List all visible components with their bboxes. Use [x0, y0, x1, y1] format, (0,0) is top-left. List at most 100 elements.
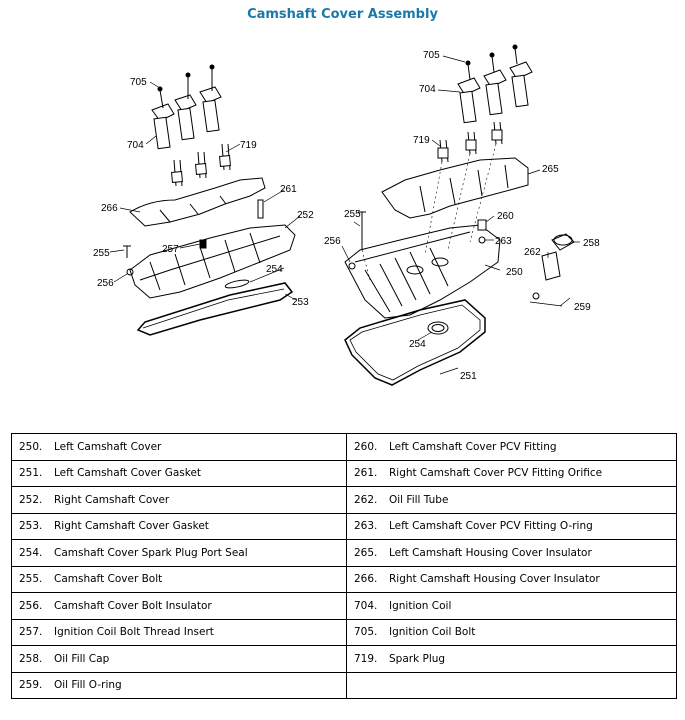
- part-name: Left Camshaft Cover Gasket: [54, 467, 202, 480]
- callout-labels: 705 704 719 261 266 252 257 255 254 256 …: [93, 50, 600, 382]
- parts-row: 258. Oil Fill Cap 719. Spark Plug: [11, 645, 677, 673]
- part-name: Camshaft Cover Spark Plug Port Seal: [54, 546, 248, 559]
- part-name: Camshaft Cover Bolt: [54, 573, 163, 586]
- parts-cell: 255. Camshaft Cover Bolt: [11, 565, 347, 593]
- parts-row: 255. Camshaft Cover Bolt 266. Right Camshaf…: [11, 565, 677, 593]
- right-insulator-265: [381, 157, 529, 219]
- part-name: Oil Fill Tube: [389, 493, 449, 506]
- page-title: Camshaft Cover Assembly: [247, 7, 438, 22]
- part-number: 705.: [354, 626, 378, 639]
- callout-260: 260: [497, 211, 514, 222]
- callout-256-left: 256: [97, 278, 114, 289]
- part-name: Ignition Coil Bolt Thread Insert: [54, 626, 214, 639]
- part-name: Left Camshaft Housing Cover Insulator: [389, 546, 592, 559]
- callout-254-left: 254: [266, 264, 283, 275]
- parts-cell: 250. Left Camshaft Cover: [11, 433, 347, 461]
- left-cover-252: [129, 224, 296, 299]
- right-ignition-coils: [437, 44, 533, 163]
- parts-row: 257. Ignition Coil Bolt Thread Insert 705.…: [11, 618, 677, 646]
- parts-cell: 262. Oil Fill Tube: [346, 486, 677, 514]
- left-insulator-266: [129, 177, 266, 227]
- callout-263: 263: [495, 236, 512, 247]
- part-number: 256.: [19, 599, 43, 612]
- part-name: Right Camshaft Cover: [54, 493, 170, 506]
- part-number: 704.: [354, 599, 378, 612]
- parts-cell: 258. Oil Fill Cap: [11, 645, 347, 673]
- callout-262: 262: [524, 247, 541, 258]
- parts-cell: 251. Left Camshaft Cover Gasket: [11, 459, 347, 487]
- callout-705-left: 705: [130, 77, 147, 88]
- parts-cell: 253. Right Camshaft Cover Gasket: [11, 512, 347, 540]
- part-number: 266.: [354, 573, 378, 586]
- parts-cell: 266. Right Camshaft Housing Cover Insulat…: [346, 565, 677, 593]
- callout-256-right: 256: [324, 236, 341, 247]
- callout-254-right: 254: [409, 339, 426, 350]
- part-number: 262.: [354, 493, 378, 506]
- parts-cell: 254. Camshaft Cover Spark Plug Port Seal: [11, 539, 347, 567]
- left-ignition-coils: [151, 64, 231, 187]
- callout-255-left: 255: [93, 248, 110, 259]
- parts-cell: 704. Ignition Coil: [346, 592, 677, 620]
- part-number: 252.: [19, 493, 43, 506]
- part-name: Right Camshaft Cover Gasket: [54, 520, 209, 533]
- callout-719-right: 719: [413, 135, 430, 146]
- parts-row: 252. Right Camshaft Cover 262. Oil Fill Tub…: [11, 486, 677, 514]
- parts-legend-table: 250. Left Camshaft Cover 260. Left Camshaft…: [11, 433, 677, 699]
- parts-row: 250. Left Camshaft Cover 260. Left Camshaft…: [11, 433, 677, 461]
- part-name: Spark Plug: [389, 652, 446, 665]
- part-number: 257.: [19, 626, 43, 639]
- part-number: 251.: [19, 467, 43, 480]
- left-gasket-253: [136, 282, 294, 336]
- part-number: 253.: [19, 520, 43, 533]
- part-name: Left Camshaft Cover PCV Fitting: [389, 440, 557, 453]
- parts-row: 256. Camshaft Cover Bolt Insulator 704. Ign…: [11, 592, 677, 620]
- left-assembly: [109, 64, 301, 336]
- callout-251: 251: [460, 371, 477, 382]
- part-number: 259.: [19, 679, 43, 692]
- part-name: Camshaft Cover Bolt Insulator: [54, 599, 212, 612]
- parts-cell: 257. Ignition Coil Bolt Thread Insert: [11, 618, 347, 646]
- part-number: 255.: [19, 573, 43, 586]
- part-number: 719.: [354, 652, 378, 665]
- part-name: Oil Fill Cap: [54, 652, 110, 665]
- part-number: 265.: [354, 546, 378, 559]
- parts-cell: 259. Oil Fill O-ring: [11, 671, 347, 699]
- part-name: Left Camshaft Cover PCV Fitting O-ring: [389, 520, 593, 533]
- parts-cell: 256. Camshaft Cover Bolt Insulator: [11, 592, 347, 620]
- callout-258: 258: [583, 238, 600, 249]
- part-number: 258.: [19, 652, 43, 665]
- right-assembly: [341, 44, 580, 386]
- part-name: Left Camshaft Cover: [54, 440, 162, 453]
- part-name: Ignition Coil Bolt: [389, 626, 476, 639]
- parts-cell: 265. Left Camshaft Housing Cover Insulato…: [346, 539, 677, 567]
- parts-row: 259. Oil Fill O-ring: [11, 671, 677, 699]
- part-number: 250.: [19, 440, 43, 453]
- part-number: 261.: [354, 467, 378, 480]
- callout-705-right: 705: [423, 50, 440, 61]
- part-name: Oil Fill O-ring: [54, 679, 122, 692]
- parts-cell: 263. Left Camshaft Cover PCV Fitting O-ri…: [346, 512, 677, 540]
- part-name: Ignition Coil: [389, 599, 452, 612]
- callout-704-left: 704: [127, 140, 144, 151]
- callout-257: 257: [162, 244, 179, 255]
- callout-253: 253: [292, 297, 309, 308]
- parts-cell: 719. Spark Plug: [346, 645, 677, 673]
- part-name: Right Camshaft Housing Cover Insulator: [389, 573, 600, 586]
- part-number: 260.: [354, 440, 378, 453]
- parts-row: 253. Right Camshaft Cover Gasket 263. Left …: [11, 512, 677, 540]
- right-gasket-251: [344, 299, 486, 386]
- callout-250: 250: [506, 267, 523, 278]
- callout-252: 252: [297, 210, 314, 221]
- parts-cell: [346, 671, 677, 699]
- callout-266: 266: [101, 203, 118, 214]
- part-number: 263.: [354, 520, 378, 533]
- parts-cell: 260. Left Camshaft Cover PCV Fitting: [346, 433, 677, 461]
- parts-cell: 261. Right Camshaft Cover PCV Fitting Ori…: [346, 459, 677, 487]
- callout-255-right: 255: [344, 209, 361, 220]
- part-number: 254.: [19, 546, 43, 559]
- callout-259: 259: [574, 302, 591, 313]
- callout-261: 261: [280, 184, 297, 195]
- parts-cell: 252. Right Camshaft Cover: [11, 486, 347, 514]
- part-name: Right Camshaft Cover PCV Fitting Orifice: [389, 467, 603, 480]
